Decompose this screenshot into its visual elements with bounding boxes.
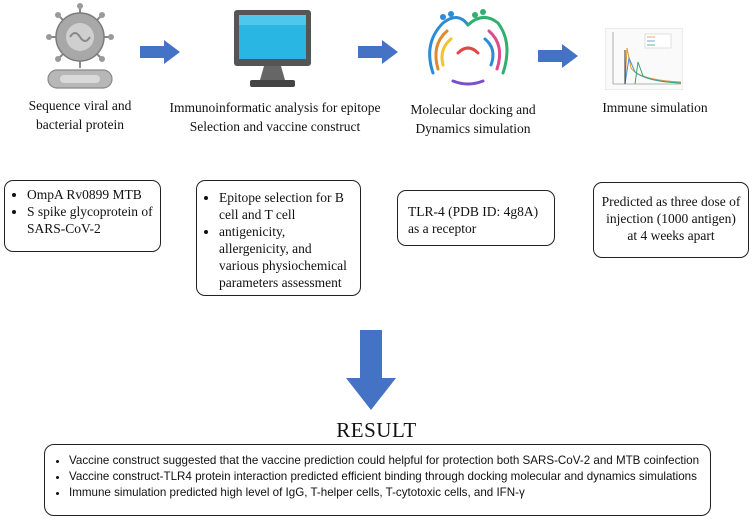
caption-line: Immunoinformatic analysis for epitope [169,100,381,115]
caption-line: Sequence viral and [28,98,132,113]
detail-item: OmpA Rv0899 MTB [27,186,154,203]
step-3-caption: Molecular docking and Dynamics simulatio… [392,100,554,138]
result-item: Vaccine construct suggested that the vac… [69,453,704,469]
simulation-chart-icon [604,27,684,91]
detail-text: TLR-4 (PDB ID: 4g8A) as a receptor [408,204,539,236]
detail-text: Predicted as three dose of injection (10… [601,194,741,243]
caption-line: bacterial protein [35,117,125,132]
result-item: Vaccine construct-TLR4 protein interacti… [69,469,704,485]
result-title: RESULT [336,418,417,442]
down-arrow-icon [346,330,396,410]
detail-item: Epitope selection for B cell and T cell [219,189,354,223]
computer-monitor-icon [230,8,315,90]
detail-item: S spike glycoprotein of SARS-CoV-2 [27,203,154,237]
step-1-details-box: OmpA Rv0899 MTB S spike glycoprotein of … [4,180,161,252]
step-3-details-box: TLR-4 (PDB ID: 4g8A) as a receptor [397,190,555,246]
caption-line: Molecular docking and [410,102,536,117]
step-2-details-box: Epitope selection for B cell and T cell … [196,180,361,296]
caption-line: Immune simulation [602,100,708,115]
result-box: Vaccine construct suggested that the vac… [44,444,711,516]
virus-bacteria-icon [30,2,130,92]
caption-line: Dynamics simulation [415,121,531,136]
right-arrow-icon [538,44,578,68]
caption-line: Selection and vaccine construct [189,119,361,134]
step-4-details-box: Predicted as three dose of injection (10… [593,182,749,258]
right-arrow-icon [358,40,398,64]
result-item: Immune simulation predicted high level o… [69,485,704,501]
right-arrow-icon [140,40,180,64]
detail-item: antigenicity, allergenicity, and various… [219,223,354,291]
protein-structure-icon [413,3,521,95]
step-2-caption: Immunoinformatic analysis for epitope Se… [165,98,385,136]
step-4-caption: Immune simulation [590,98,720,117]
step-1-caption: Sequence viral and bacterial protein [0,96,160,134]
